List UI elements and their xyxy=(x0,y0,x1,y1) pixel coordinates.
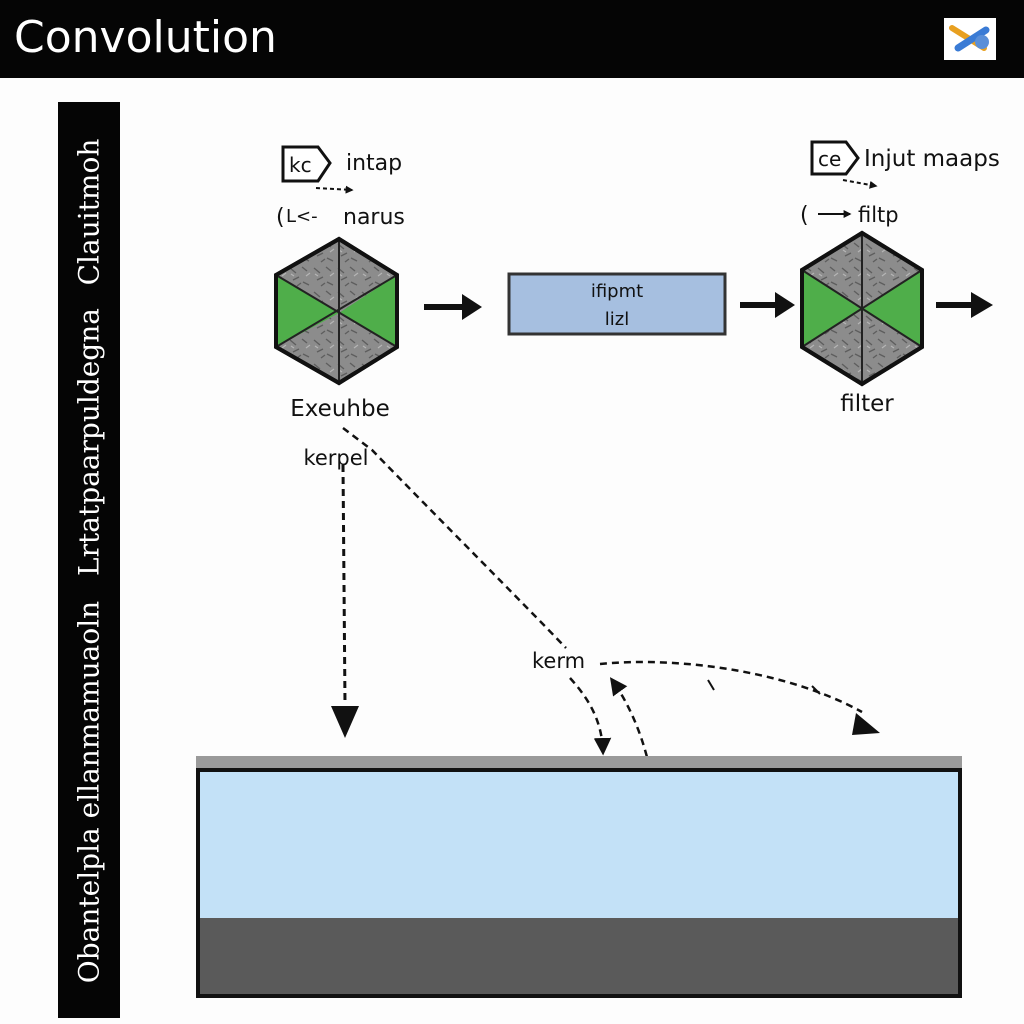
right-subtitle: filtp xyxy=(858,203,899,227)
arrow-right-1 xyxy=(424,294,482,320)
arrow-right-2 xyxy=(740,292,795,318)
right-feature-block: ce Injut maaps ( filtp filter xyxy=(800,140,1000,417)
title-bar: Convolution xyxy=(0,0,1024,78)
middle-process-box: ifipmt lizl xyxy=(507,272,727,336)
right-caption: filter xyxy=(840,391,894,417)
left-hexagon xyxy=(274,236,399,386)
dashed-connectors xyxy=(341,427,863,781)
right-hexagon xyxy=(800,230,924,387)
right-title: Injut maaps xyxy=(864,146,1000,172)
middle-box-line1: ifipmt xyxy=(591,281,643,302)
right-tag-icon: ce xyxy=(810,140,860,176)
left-tag-icon: kc xyxy=(281,145,332,183)
vertical-sidebar: Clauitmoh Lrtatpaarpuldegna Obantelpla e… xyxy=(58,102,120,1018)
page-title: Convolution xyxy=(14,12,277,63)
tools-icon xyxy=(949,25,990,52)
right-tag-text: ce xyxy=(818,147,841,171)
down-arrowhead xyxy=(331,706,359,738)
svg-text:(: ( xyxy=(800,203,809,228)
left-tag-text: kc xyxy=(289,153,312,177)
right-arrowhead xyxy=(852,713,880,735)
svg-text:(: ( xyxy=(276,205,285,230)
svg-text:L<-: L<- xyxy=(286,206,318,227)
term-label: kerm xyxy=(532,649,585,673)
kernel-label: kerpel xyxy=(303,446,368,470)
left-feature-block: kc intap ( L<- narus Exeuhbe xyxy=(274,145,405,422)
left-caption: Exeuhbe xyxy=(290,396,390,422)
left-title: intap xyxy=(346,151,402,176)
left-subtitle: narus xyxy=(343,205,405,230)
bottom-plate xyxy=(196,756,962,998)
arrow-right-3 xyxy=(936,292,993,318)
app-logo[interactable] xyxy=(944,18,996,60)
middle-box-line2: lizl xyxy=(605,309,629,330)
